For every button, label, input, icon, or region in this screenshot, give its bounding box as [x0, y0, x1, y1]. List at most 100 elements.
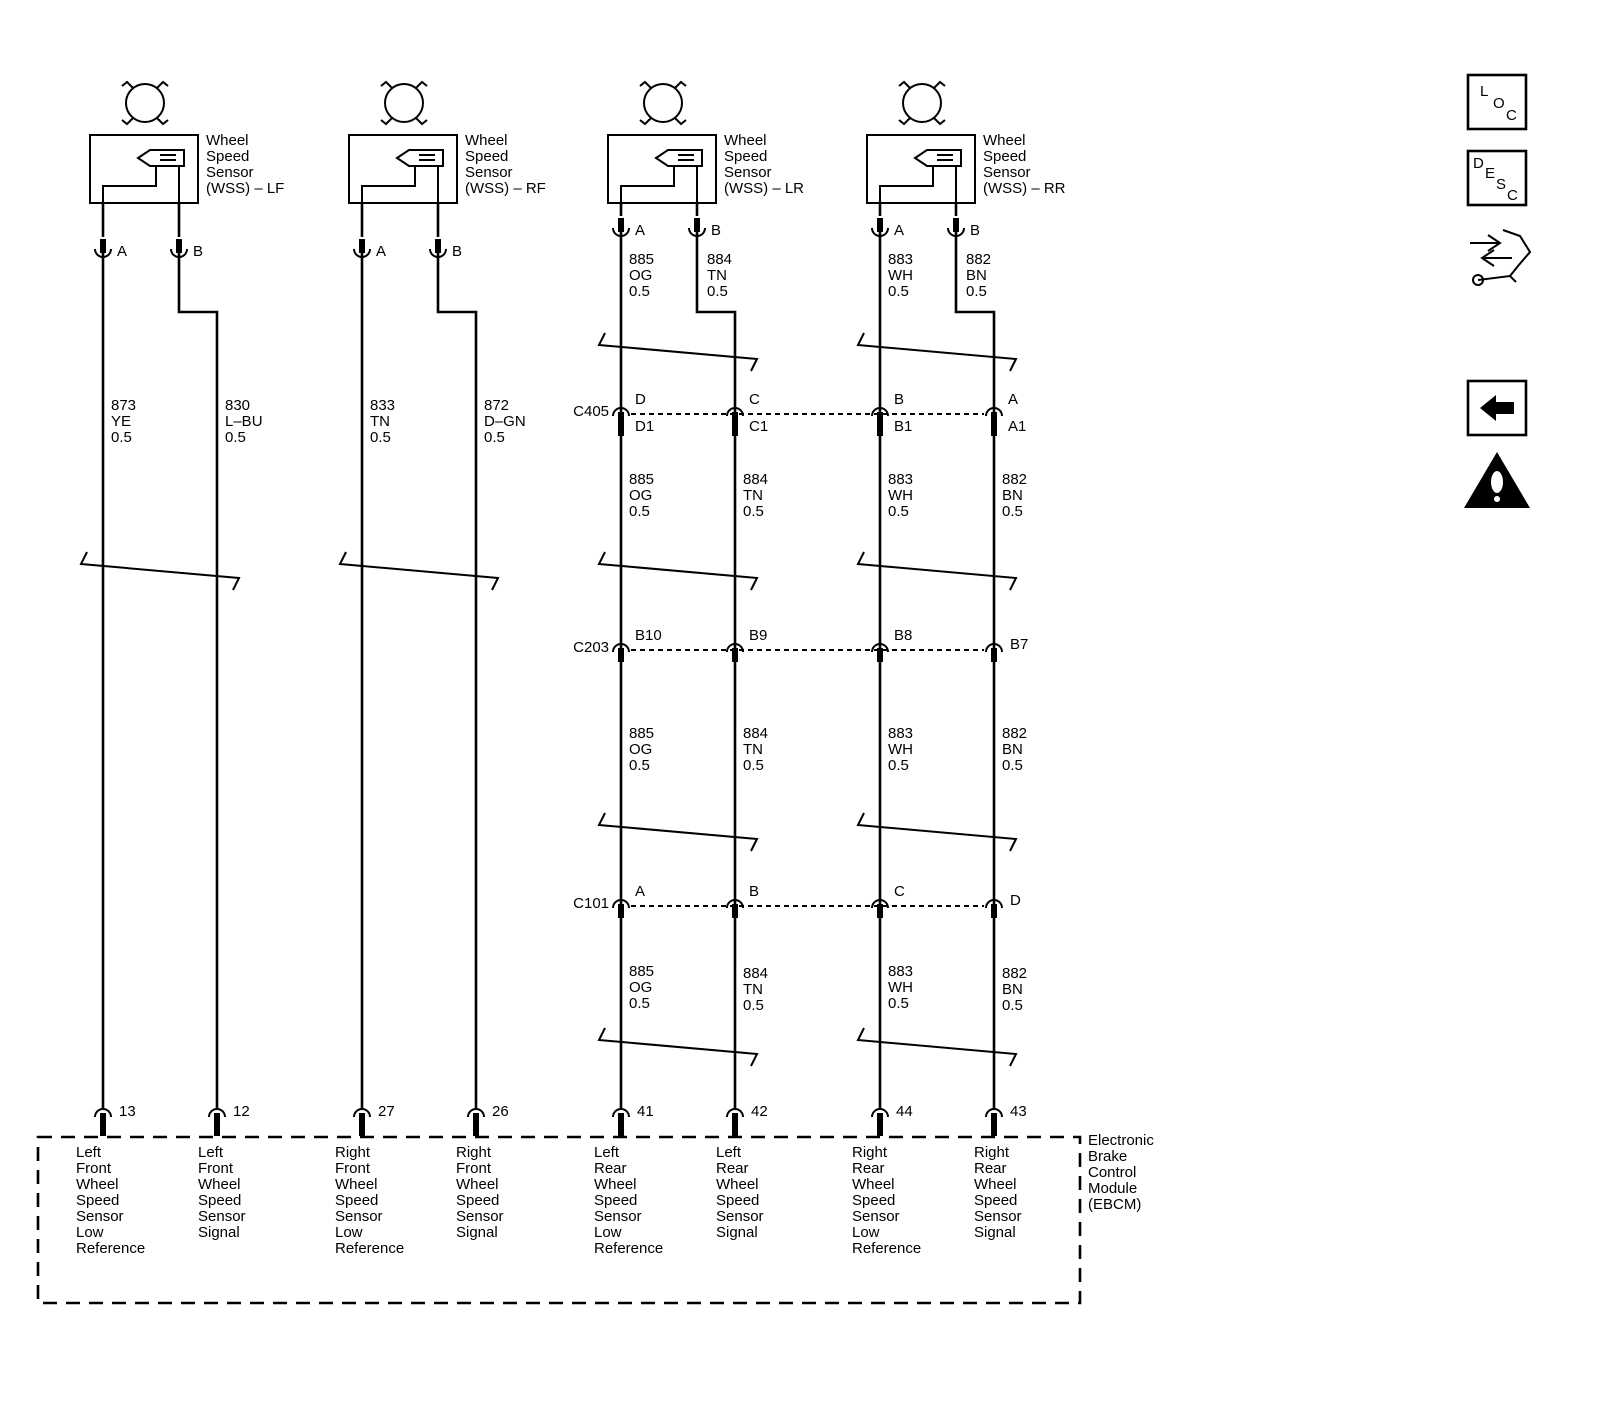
connector-pin-label: B1 [894, 418, 912, 435]
sensor-pin-label: A [376, 243, 386, 260]
wire-label: D–GN [484, 413, 526, 430]
ebcm-terminal-label: Left [76, 1144, 102, 1161]
ebcm-terminal-label: Left [594, 1144, 620, 1161]
sensor-label: Speed [983, 148, 1026, 165]
back-arrow-icon[interactable] [1466, 379, 1528, 437]
ebcm-terminal-label: Sensor [456, 1208, 504, 1225]
sensor-pin-label: B [711, 222, 721, 239]
sensor-label: (WSS) – RF [465, 180, 546, 197]
connector-pin-label: B [749, 883, 759, 900]
wire-label: 882 [1002, 725, 1027, 742]
connector-pin [612, 407, 630, 426]
sensor-label: (WSS) – LR [724, 180, 804, 197]
sensor-pin-label: B [193, 243, 203, 260]
ebcm-terminal-label: Rear [974, 1160, 1007, 1177]
wire-label: 884 [707, 251, 732, 268]
ebcm-terminal-label: Speed [974, 1192, 1017, 1209]
sensor-pickup-icon [620, 149, 703, 203]
wire-label: 0.5 [1002, 503, 1023, 520]
loc-icon[interactable]: LOC [1466, 73, 1528, 131]
wire-label: 0.5 [888, 995, 909, 1012]
wire-break-icon [79, 551, 241, 591]
ebcm-label: Brake [1088, 1148, 1127, 1165]
wire-label: WH [888, 487, 913, 504]
wire-label: BN [1002, 981, 1023, 998]
ebcm-label: Electronic [1088, 1132, 1154, 1149]
wire-label: 0.5 [1002, 757, 1023, 774]
wire-label: L–BU [225, 413, 263, 430]
wire-label: TN [743, 487, 763, 504]
connector-pin-label: D1 [635, 418, 654, 435]
wire-label: 882 [966, 251, 991, 268]
connector-repair-icon[interactable] [1470, 229, 1532, 286]
ebcm-terminal-label: Wheel [594, 1176, 637, 1193]
sensor-body [348, 134, 458, 204]
warning-icon[interactable] [1464, 452, 1530, 508]
connector-name: C101 [573, 895, 609, 912]
sensor-body [89, 134, 199, 204]
wire-label: 872 [484, 397, 509, 414]
desc-letter: D [1473, 155, 1484, 172]
sensor-label: Speed [206, 148, 249, 165]
connector-pin-label: C1 [749, 418, 768, 435]
ebcm-pin-number: 42 [751, 1103, 768, 1120]
connector-pin [726, 643, 744, 662]
wire-label: 885 [629, 725, 654, 742]
ebcm-terminal-label: Sensor [335, 1208, 383, 1225]
ebcm-terminal-label: Reference [76, 1240, 145, 1257]
wire-label: 0.5 [629, 757, 650, 774]
wire-label: 0.5 [888, 503, 909, 520]
ebcm-terminal-label: Speed [76, 1192, 119, 1209]
wire-label: 0.5 [629, 283, 650, 300]
wire-label: 0.5 [743, 503, 764, 520]
ebcm-terminal-label: Reference [335, 1240, 404, 1257]
ebcm-label: Module [1088, 1180, 1137, 1197]
ebcm-terminal-label: Sensor [974, 1208, 1022, 1225]
desc-letter: S [1496, 176, 1506, 193]
wire-label: BN [966, 267, 987, 284]
wire-label: 883 [888, 251, 913, 268]
connector-pin-label: B10 [635, 627, 662, 644]
wire-label: 833 [370, 397, 395, 414]
wire-label: WH [888, 979, 913, 996]
wire-break-icon [597, 551, 759, 591]
connector-pin [726, 407, 744, 426]
ebcm-terminal-label: Signal [716, 1224, 758, 1241]
connector-pin-label: D [635, 391, 646, 408]
sensor-label: Wheel [983, 132, 1026, 149]
ebcm-pin-number: 41 [637, 1103, 654, 1120]
ebcm-terminal-label: Speed [716, 1192, 759, 1209]
sensor-body [866, 134, 976, 204]
wire-label: OG [629, 979, 652, 996]
sensor-pin-label: A [635, 222, 645, 239]
ebcm-terminal-label: Rear [594, 1160, 627, 1177]
connector-pin [985, 407, 1003, 426]
wire-break-icon [856, 1027, 1018, 1067]
ebcm-module: ElectronicBrakeControlModule(EBCM)13Left… [36, 1103, 1154, 1305]
ebcm-terminal-label: Sensor [198, 1208, 246, 1225]
connector-name: C203 [573, 639, 609, 656]
wire-label: 0.5 [743, 997, 764, 1014]
ebcm-terminal-label: Low [594, 1224, 622, 1241]
ebcm-pin-number: 26 [492, 1103, 509, 1120]
wire-label: 0.5 [111, 429, 132, 446]
sensor-body [607, 134, 717, 204]
sensor-label: Wheel [465, 132, 508, 149]
wire-label: 0.5 [484, 429, 505, 446]
sensor-label: (WSS) – RR [983, 180, 1066, 197]
wire-label: 884 [743, 471, 768, 488]
connector-pin [985, 899, 1003, 918]
wire-label: 882 [1002, 965, 1027, 982]
